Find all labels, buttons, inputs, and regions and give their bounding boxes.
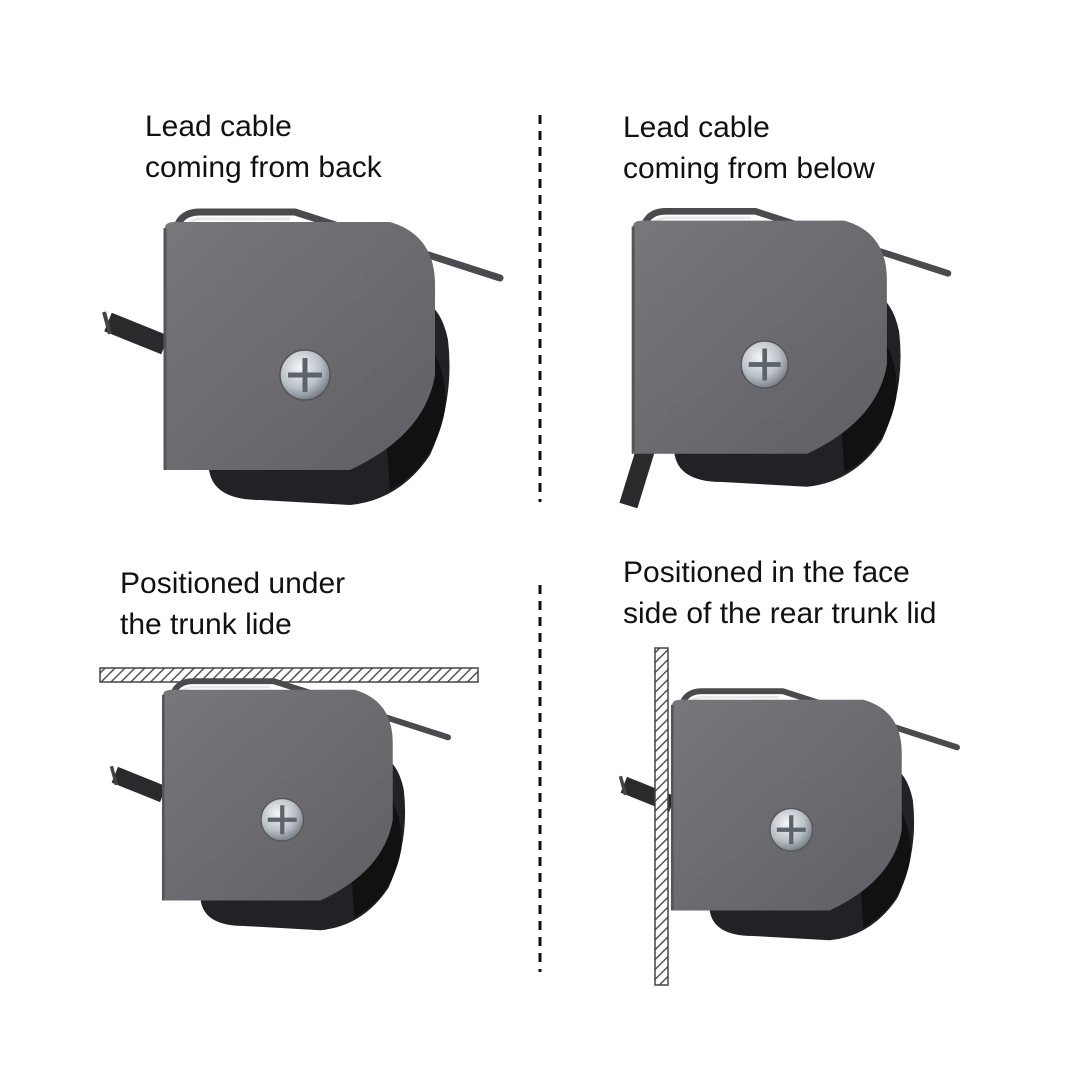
caption-line: coming from below [623,152,875,185]
caption-line: the trunk lide [120,608,292,641]
caption-lead-from-below: Lead cable coming from below [623,107,875,189]
trunk-lid-vertical [654,647,669,986]
camera-bracket [165,212,500,505]
caption-line: Positioned in the face [623,556,910,589]
camera-bracket [163,681,448,930]
caption-line: Positioned under [120,567,346,600]
camera-lead-from-back [104,212,500,505]
camera-bracket [672,691,957,940]
trunk-lid-horizontal [99,667,479,683]
lead-cable [111,766,163,794]
caption-face-side-trunk-lid: Positioned in the face side of the rear … [623,552,937,634]
caption-under-trunk-lid: Positioned under the trunk lide [120,563,345,645]
camera-lead-from-below [619,211,948,509]
lead-cable [619,441,657,509]
caption-line: Lead cable [623,111,770,144]
camera-bracket [633,211,948,486]
caption-line: coming from back [145,151,382,184]
camera-face-side-trunk-lid [620,691,957,940]
caption-line: side of the rear trunk lid [623,597,937,630]
caption-lead-from-back: Lead cable coming from back [145,106,382,188]
caption-line: Lead cable [145,110,292,143]
camera-under-trunk-lid [111,681,448,930]
lead-cable [104,312,165,345]
